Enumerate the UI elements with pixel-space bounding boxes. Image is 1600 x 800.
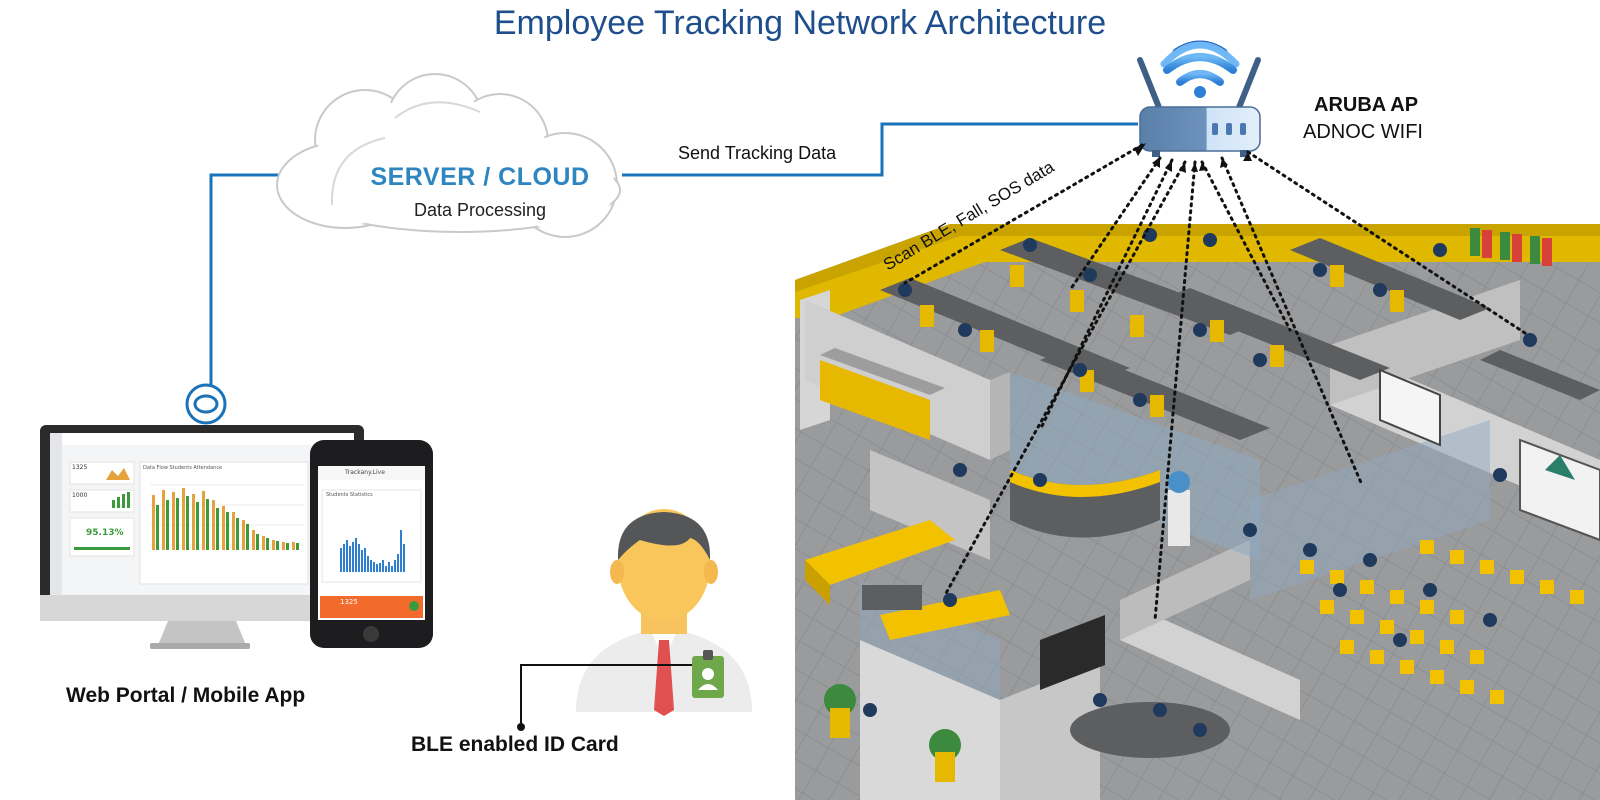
web-portal-label: Web Portal / Mobile App [66,684,306,707]
ble-id-card-icon [692,650,724,698]
cloud-to-portal-link [185,173,280,425]
mobile-bar-chart [340,530,405,572]
mobile-phone [310,440,433,648]
aruba-ap-router [1137,40,1261,157]
desktop-chart-title: Data Flow Students Attendance [143,465,223,471]
desktop-stat-1: 1325 [72,464,88,471]
send-tracking-data-label: Send Tracking Data [678,143,837,163]
diagram-title: Employee Tracking Network Architecture [493,4,1107,42]
server-cloud [276,73,621,238]
ble-id-card-label: BLE enabled ID Card [411,733,619,756]
desktop-monitor [40,425,364,649]
mobile-chart-title: Students Statistics [326,492,373,498]
cloud-to-ap-link [622,122,1138,177]
server-cloud-subtitle: Data Processing [413,200,547,220]
desktop-bar-chart [152,488,299,550]
mobile-footer-value: 1325 [340,598,358,606]
arrowheads [1134,143,1252,173]
mobile-brand: Trackany.Live [345,469,385,476]
access-point-name: ARUBA AP [1314,94,1419,116]
access-point-network: ADNOC WIFI [1303,121,1423,143]
office-floorplan [795,224,1600,800]
employee-figure [576,509,752,716]
id-card-callout [517,664,692,731]
desktop-percent: 95.13% [86,528,124,538]
desktop-stat-2: 1000 [72,492,88,499]
server-cloud-title: SERVER / CLOUD [370,163,590,191]
ble-scan-links [903,143,1527,622]
